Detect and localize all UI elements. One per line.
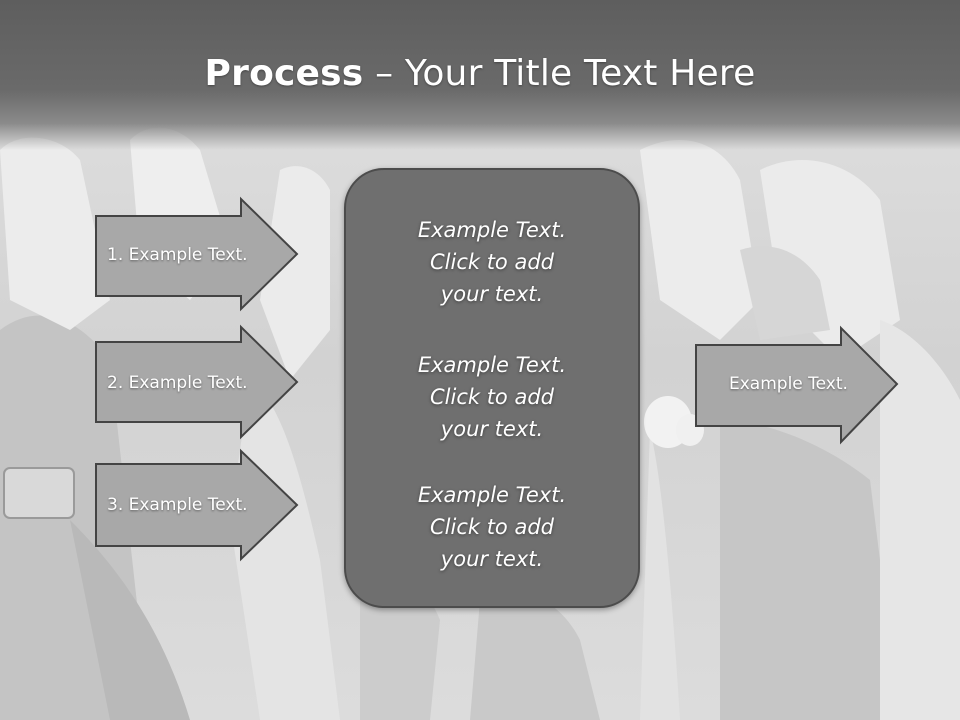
arrow-2[interactable]: 2. Example Text.: [95, 324, 299, 440]
center-block-1-line-3: your text.: [440, 282, 544, 306]
arrow-3-label: 3. Example Text.: [107, 495, 248, 515]
title-bar: [0, 0, 960, 150]
center-block-3-line-3: your text.: [440, 547, 544, 571]
arrow-1[interactable]: 1. Example Text.: [95, 196, 299, 312]
arrow-2-shape: [95, 324, 299, 440]
title-bold: Process: [204, 53, 364, 94]
center-block-1: Example Text. Click to add your text.: [346, 214, 638, 310]
center-block-1-line-1: Example Text.: [417, 218, 567, 242]
arrow-3[interactable]: 3. Example Text.: [95, 448, 299, 562]
center-block-2: Example Text. Click to add your text.: [346, 349, 638, 445]
arrow-right-shape: [695, 325, 899, 445]
center-text-box[interactable]: Example Text. Click to add your text. Ex…: [344, 168, 640, 608]
center-block-2-line-2: Click to add: [429, 385, 554, 409]
center-block-3-line-1: Example Text.: [417, 483, 567, 507]
center-block-3-line-2: Click to add: [429, 515, 554, 539]
arrow-2-label: 2. Example Text.: [107, 373, 248, 393]
center-block-1-line-2: Click to add: [429, 250, 554, 274]
center-block-2-line-3: your text.: [440, 417, 544, 441]
slide-title[interactable]: Process – Your Title Text Here: [0, 52, 960, 96]
title-rest: – Your Title Text Here: [363, 53, 756, 94]
arrow-3-shape: [95, 448, 299, 562]
center-block-3: Example Text. Click to add your text.: [346, 479, 638, 575]
arrow-right[interactable]: Example Text.: [695, 325, 899, 445]
arrow-1-label: 1. Example Text.: [107, 245, 248, 265]
arrow-1-shape: [95, 196, 299, 312]
arrow-right-label: Example Text.: [729, 374, 848, 394]
center-block-2-line-1: Example Text.: [417, 353, 567, 377]
